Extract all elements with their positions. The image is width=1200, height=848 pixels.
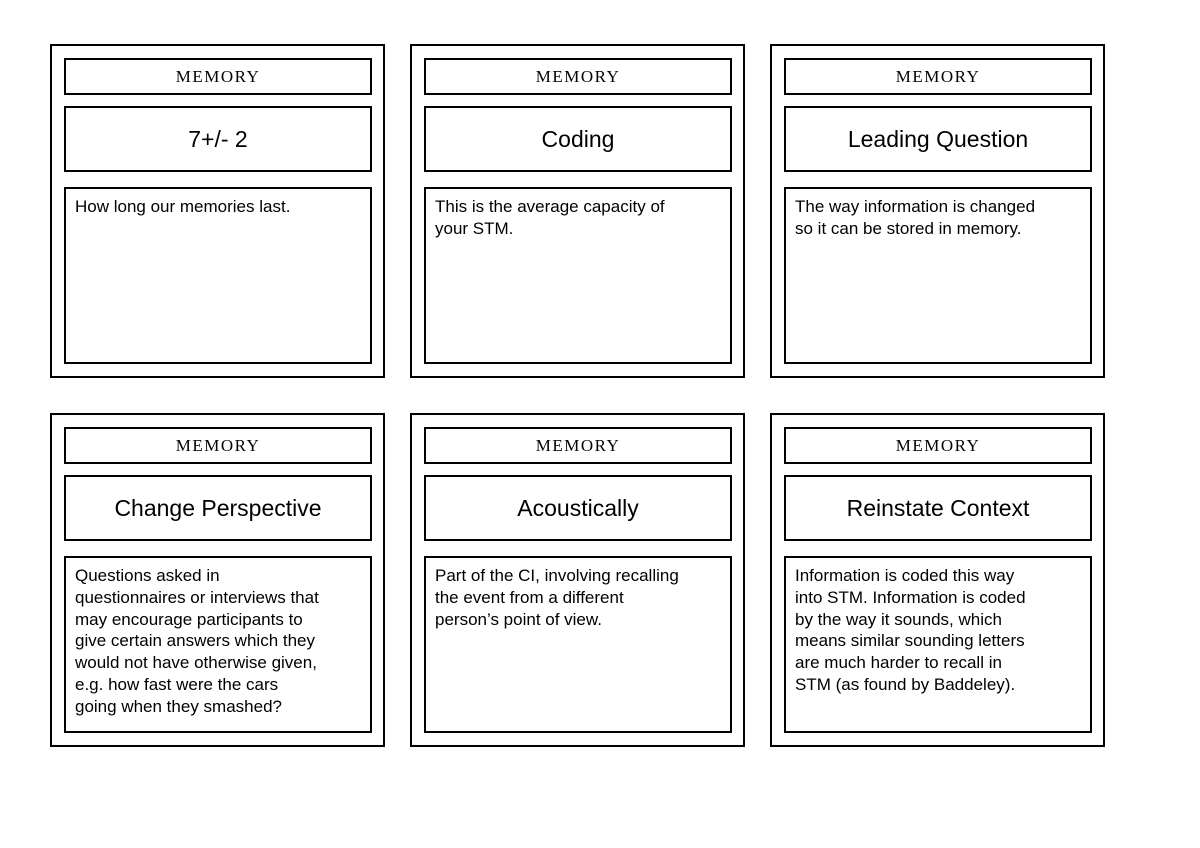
card-definition: How long our memories last. (64, 187, 372, 364)
card-topic-header: MEMORY (784, 427, 1092, 464)
card-topic-header: MEMORY (784, 58, 1092, 95)
memory-card: MEMORY Change Perspective Questions aske… (50, 413, 385, 747)
card-term: Change Perspective (64, 475, 372, 541)
card-term: Reinstate Context (784, 475, 1092, 541)
memory-card: MEMORY 7+/- 2 How long our memories last… (50, 44, 385, 378)
card-topic-header: MEMORY (64, 427, 372, 464)
card-definition: Information is coded this way into STM. … (784, 556, 1092, 733)
card-term: Leading Question (784, 106, 1092, 172)
memory-card: MEMORY Reinstate Context Information is … (770, 413, 1105, 747)
card-definition: The way information is changed so it can… (784, 187, 1092, 364)
card-definition: Part of the CI, involving recalling the … (424, 556, 732, 733)
card-topic-header: MEMORY (64, 58, 372, 95)
card-topic-header: MEMORY (424, 58, 732, 95)
card-topic-header: MEMORY (424, 427, 732, 464)
card-term: Coding (424, 106, 732, 172)
card-definition: Questions asked in questionnaires or int… (64, 556, 372, 733)
memory-card: MEMORY Coding This is the average capaci… (410, 44, 745, 378)
card-term: Acoustically (424, 475, 732, 541)
card-term: 7+/- 2 (64, 106, 372, 172)
memory-card: MEMORY Acoustically Part of the CI, invo… (410, 413, 745, 747)
memory-card: MEMORY Leading Question The way informat… (770, 44, 1105, 378)
card-definition: This is the average capacity of your STM… (424, 187, 732, 364)
